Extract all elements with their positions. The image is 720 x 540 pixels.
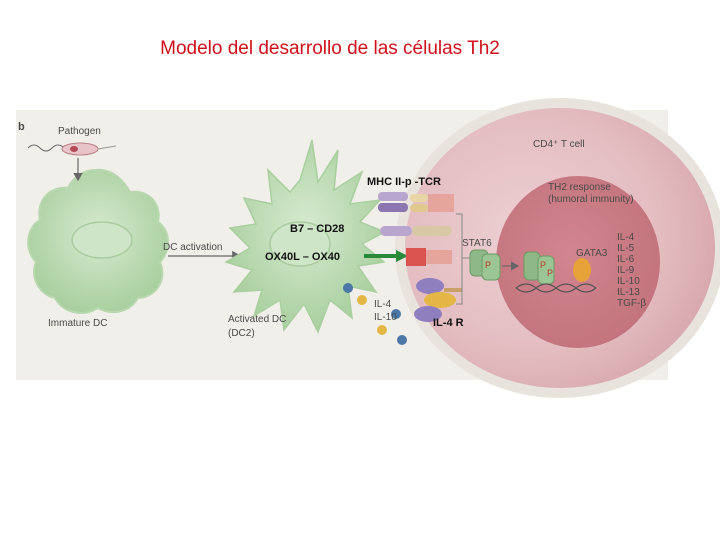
cd4-label: CD4⁺ T cell bbox=[533, 139, 585, 150]
cytokine-item: IL-6 bbox=[617, 254, 635, 265]
cytokine-list: IL-4 IL-5 IL-6 IL-9 IL-10 IL-13 TGF-β bbox=[617, 232, 646, 309]
dc-activation-label: DC activation bbox=[163, 242, 222, 253]
ox40-receptor bbox=[364, 248, 452, 266]
pathogen bbox=[27, 142, 117, 156]
il4-label: IL-4 bbox=[374, 299, 392, 310]
mhc-tcr-receptor bbox=[378, 192, 454, 212]
receptor-bracket bbox=[456, 213, 470, 305]
cytokine-item: IL-10 bbox=[617, 276, 640, 287]
nuclear-p-label-2: P bbox=[547, 268, 553, 278]
il4-receptor bbox=[414, 278, 462, 322]
cytokine-item: IL-4 bbox=[617, 232, 635, 243]
dna-strand bbox=[515, 283, 597, 293]
gata3-label: GATA3 bbox=[576, 248, 608, 259]
nuclear-p-label-1: P bbox=[540, 260, 546, 270]
nuclear-stat6: P P bbox=[523, 251, 555, 285]
il4r-annotation: IL-4 R bbox=[433, 317, 464, 329]
cytokine-item: IL-13 bbox=[617, 287, 640, 298]
immature-dc-label: Immature DC bbox=[48, 318, 107, 329]
ox40-annotation: OX40L – OX40 bbox=[265, 251, 340, 263]
cytokine-item: TGF-β bbox=[617, 298, 646, 309]
cytokine-item: IL-9 bbox=[617, 265, 635, 276]
cd4-t-cell bbox=[395, 98, 720, 398]
cytokine-particles bbox=[343, 283, 407, 345]
stat6-p-label: P bbox=[485, 260, 491, 270]
il10-label: IL-10 bbox=[374, 312, 397, 323]
cytokine-item: IL-5 bbox=[617, 243, 635, 254]
slide-title: Modelo del desarrollo de las células Th2 bbox=[160, 38, 500, 59]
th2-response-label: TH2 response bbox=[548, 182, 611, 193]
activated-dc-label: Activated DC bbox=[228, 314, 286, 325]
pathogen-label: Pathogen bbox=[58, 126, 101, 137]
b7-cd28-receptor bbox=[380, 226, 452, 236]
immature-dc bbox=[27, 168, 169, 314]
gata3-protein bbox=[573, 258, 591, 282]
panel-letter: b bbox=[18, 121, 25, 133]
mhc-tcr-annotation: MHC II-p -TCR bbox=[367, 176, 441, 188]
dc2-label: (DC2) bbox=[228, 328, 255, 339]
stat6-label: STAT6 bbox=[462, 238, 492, 249]
humoral-label: (humoral immunity) bbox=[548, 194, 634, 205]
b7-cd28-annotation: B7 – CD28 bbox=[290, 223, 344, 235]
stat6-protein: P bbox=[469, 249, 501, 281]
